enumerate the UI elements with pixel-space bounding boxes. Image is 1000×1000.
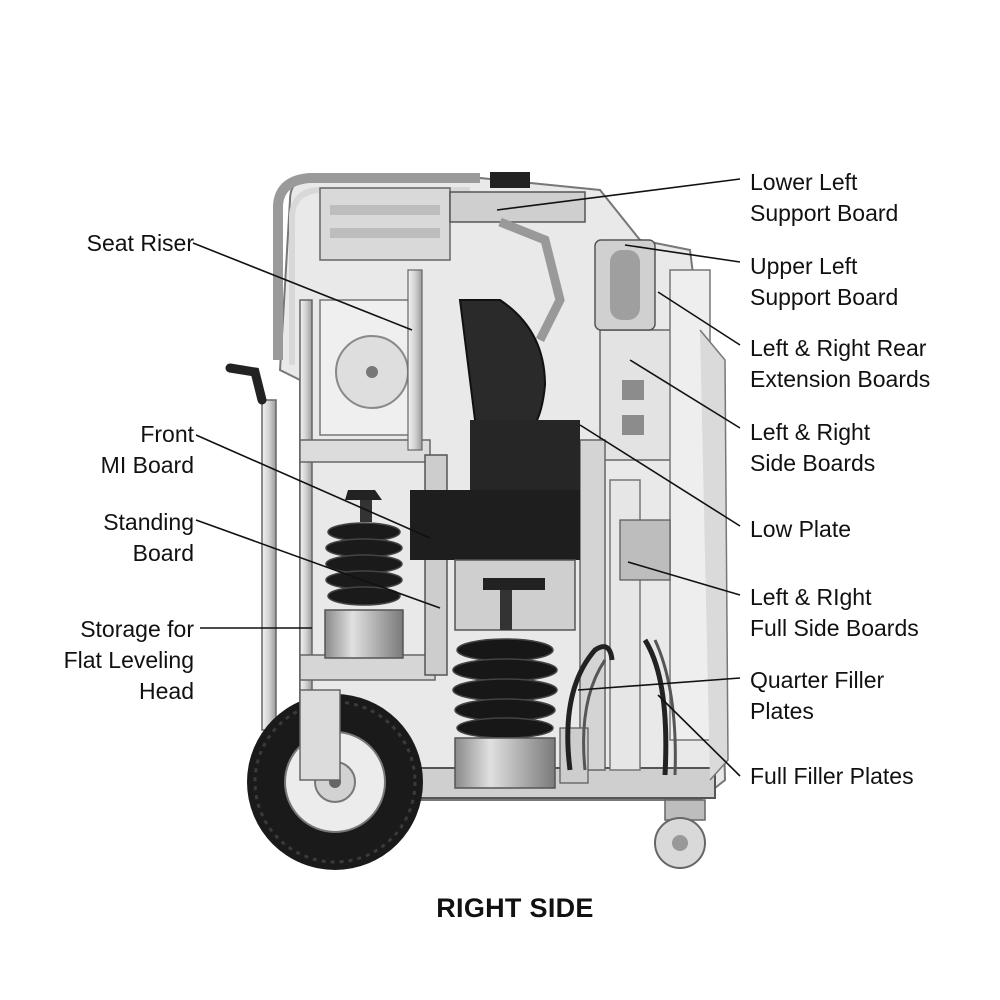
leader-full-side-boards — [627, 561, 741, 596]
upper-jack — [324, 490, 404, 659]
label-front-mi-board: Front MI Board — [100, 421, 194, 478]
leader-lines — [192, 178, 741, 777]
leader-rear-extension — [657, 291, 741, 346]
leader-quarter-filler — [577, 677, 741, 691]
label-storage-flat-leveling-head: Storage for Flat Leveling Head — [63, 616, 194, 704]
motor-block — [410, 299, 580, 631]
large-wheel — [247, 689, 423, 870]
leader-seat-riser — [192, 242, 413, 331]
leader-full-filler — [657, 694, 741, 777]
leader-lower-left-support — [496, 178, 741, 211]
label-quarter-filler-plates: Quarter Filler Plates — [750, 667, 885, 724]
leader-upper-left-support — [624, 244, 741, 263]
label-upper-left-support-board: Upper Left Support Board — [750, 253, 899, 310]
lower-jack — [452, 578, 589, 789]
label-rear-extension-boards: Left & Right Rear Extension Boards — [750, 335, 931, 392]
label-full-side-boards: Left & RIght Full Side Boards — [750, 584, 919, 641]
figure-caption: RIGHT SIDE — [436, 893, 594, 923]
leader-side-boards — [629, 359, 741, 429]
leader-front-mi-board — [195, 434, 431, 539]
label-side-boards: Left & Right Side Boards — [750, 419, 876, 476]
leader-standing-board — [195, 519, 441, 609]
label-full-filler-plates: Full Filler Plates — [750, 763, 914, 789]
label-low-plate: Low Plate — [750, 516, 852, 542]
filler-plates — [565, 638, 677, 776]
label-standing-board: Standing Board — [103, 509, 194, 566]
label-lower-left-support-board: Lower Left Support Board — [750, 169, 899, 226]
caster-wheel — [654, 799, 706, 869]
label-seat-riser: Seat Riser — [86, 230, 194, 256]
leader-low-plate — [579, 424, 741, 527]
